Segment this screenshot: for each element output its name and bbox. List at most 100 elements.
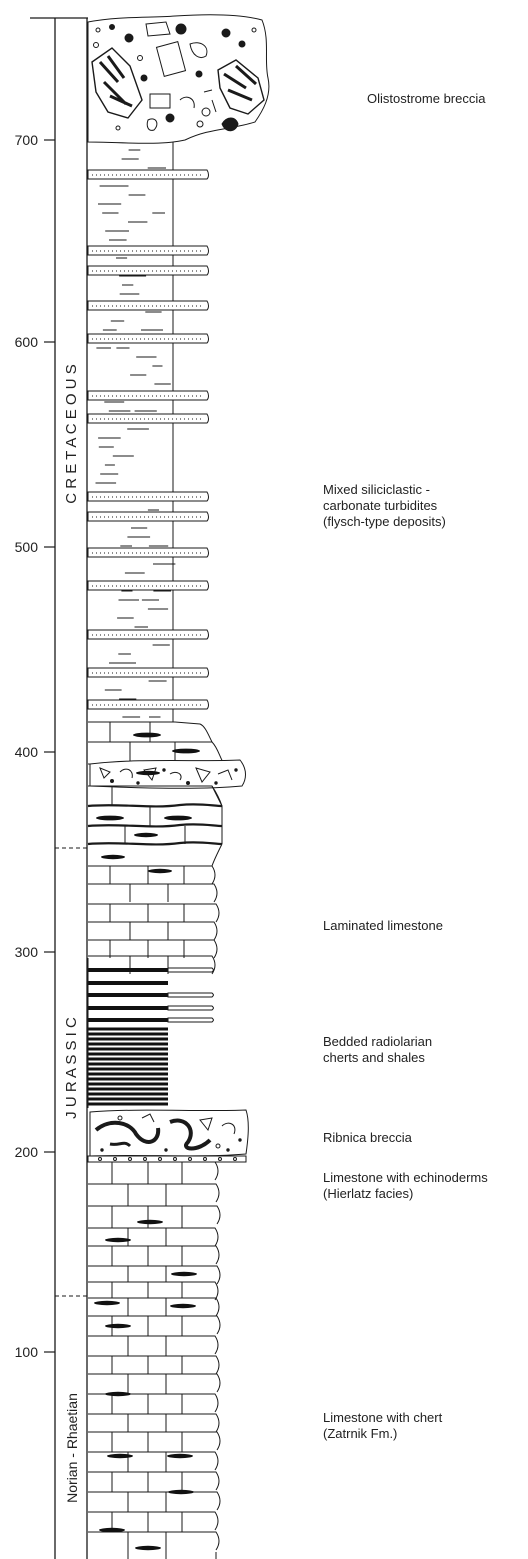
limestone-bed [88,1393,219,1413]
limestone-bed [88,1511,219,1531]
limestone-bed [88,1297,220,1317]
limestone-bed [88,1265,221,1285]
limestone-bed [88,865,216,885]
svg-text:400: 400 [15,744,39,760]
chert-nodule [168,1489,194,1495]
unit-label-turbidites: Mixed siliciclastic - carbonate turbidit… [323,482,446,529]
limestone-bed [88,1491,221,1511]
limestone-bed [88,1471,220,1491]
chert-bed [88,1082,168,1086]
limestone-bed [88,1531,220,1551]
chert-nodule [99,1527,125,1533]
chert-nodule [105,1323,131,1329]
ribnica-breccia-symbol [87,1109,249,1163]
depth-tick-400: 400 [15,744,55,760]
chert-bed [88,1027,168,1031]
limestone-bed [88,1431,221,1451]
shale-bed [167,1017,214,1023]
limestone-beds-upper [88,721,225,765]
unit-label-olistostrome-breccia: Olistostrome breccia [367,91,486,106]
chert-bed [88,1067,168,1071]
chert-bed [88,981,168,985]
chert-nodule [135,1545,161,1551]
chert-bed [88,1072,168,1076]
depth-tick-500: 500 [15,539,55,555]
period-label-jurassic: J U R A S S I C [63,1017,80,1119]
chert-nodule [148,868,172,874]
svg-text:600: 600 [15,334,39,350]
chert-bed [88,1097,168,1101]
limestone-bed [88,1281,219,1301]
shale-bed [167,967,214,973]
limestone-bed [88,1355,220,1375]
limestone-bed [88,1227,219,1247]
chert-nodule [107,1453,133,1459]
unit-label-ribnica-breccia: Ribnica breccia [323,1130,412,1145]
chert-bed [88,1047,168,1051]
limestone-bed [88,1373,221,1393]
limestone-bed [88,1161,219,1181]
limestone-bed [88,1183,220,1203]
olistostrome-breccia-symbol [87,14,270,144]
lower-limestone-beds [88,1161,221,1559]
chert-nodule [172,748,200,754]
chert-bed [88,1102,168,1106]
limestone-bed [88,939,218,959]
chert-nodule [133,732,161,738]
lithology-column [87,14,270,1559]
depth-tick-100: 100 [15,1344,55,1360]
turbidite-sequence-symbol [87,142,209,722]
svg-text:200: 200 [15,1144,39,1160]
depth-tick-600: 600 [15,334,55,350]
chert-bed [88,1087,168,1091]
chert-bed [88,1006,168,1010]
chert-nodule [167,1453,193,1459]
chert-bed [88,1092,168,1096]
limestone-bed [88,1413,220,1433]
chert-nodule [137,1219,163,1225]
period-label-norian-rhaetian: Norian - Rhaetian [64,1393,80,1503]
chert-bed [88,1052,168,1056]
unit-label-hierlatz-limestone: Limestone with echinoderms (Hierlatz fac… [323,1170,488,1201]
period-label-cretaceous: C R E T A C E O U S [63,364,80,504]
limestone-bed [88,1315,221,1335]
shale-bed [167,1005,214,1011]
chert-nodule [170,1303,196,1309]
limestone-bed [88,1451,219,1471]
unit-label-zatrnik-limestone: Limestone with chert (Zatrnik Fm.) [323,1410,443,1441]
chert-nodule [136,770,160,776]
unit-label-radiolarian-cherts: Bedded radiolarian cherts and shales [323,1034,433,1065]
limestone-bed [88,921,218,941]
svg-text:300: 300 [15,944,39,960]
limestone-bed [88,955,216,975]
depth-tick-200: 200 [15,1144,55,1160]
chert-bed [88,1037,168,1041]
chert-bed [88,1062,168,1066]
limestone-bed [88,1205,221,1225]
chert-bed [88,1057,168,1061]
shale-bed [167,992,214,998]
chert-nodule [94,1300,120,1306]
chert-nodule [101,854,125,860]
chert-nodule [105,1391,131,1397]
chert-nodule [171,1271,197,1277]
chert-bed [88,1077,168,1081]
svg-text:500: 500 [15,539,39,555]
depth-tick-300: 300 [15,944,55,960]
chert-nodule [96,815,124,821]
svg-text:700: 700 [15,132,39,148]
limestone-bed [88,903,220,923]
chert-nodule [105,1237,131,1243]
unit-label-laminated-limestone: Laminated limestone [323,918,443,933]
breccia-lens-symbol [89,759,246,789]
limestone-bed [88,883,218,903]
chert-bed [88,968,168,972]
depth-tick-700: 700 [15,132,55,148]
chert-bed [88,1018,168,1022]
radiolarian-chert-beds [87,958,214,1108]
chert-bed [88,993,168,997]
limestone-beds-cretaceous-base [87,785,223,867]
chert-bed [88,1042,168,1046]
sandstone-layers [87,169,209,710]
